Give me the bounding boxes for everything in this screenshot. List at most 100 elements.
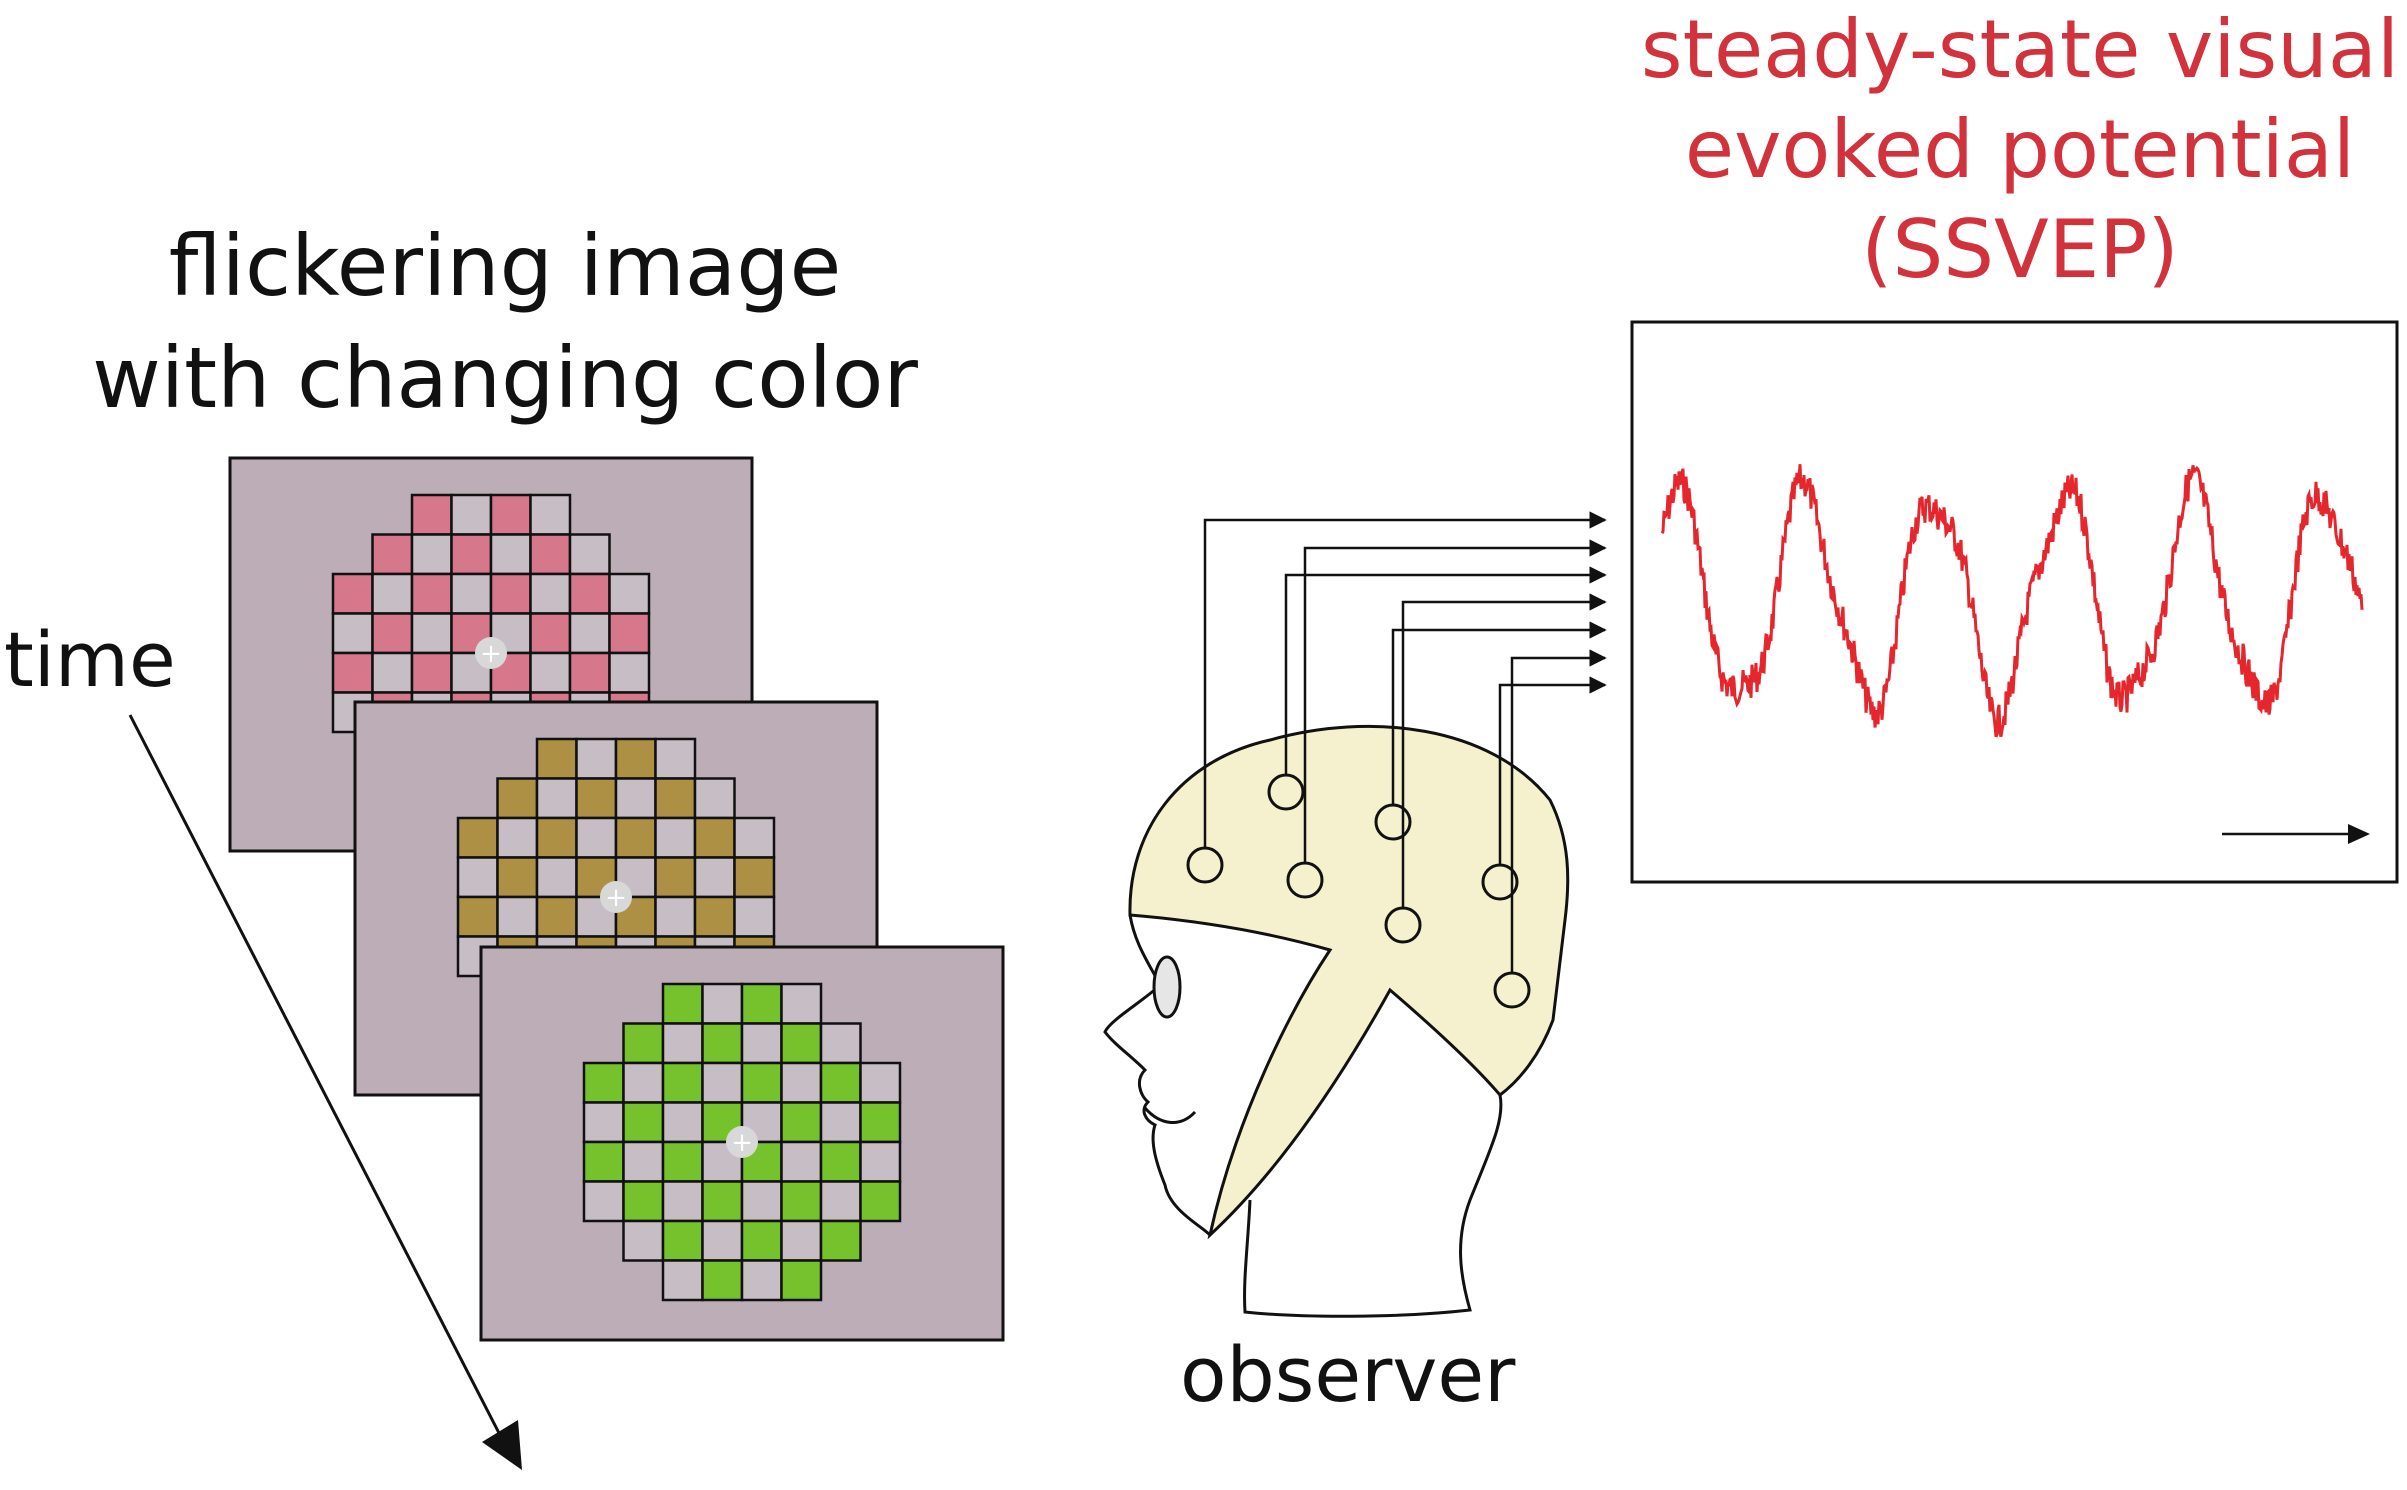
checker-cell [450, 533, 493, 576]
checker-cell [780, 1180, 823, 1223]
checker-cell [496, 816, 539, 859]
checker-cell [614, 816, 657, 859]
checker-cell [568, 572, 611, 615]
checker-cell [661, 1101, 704, 1144]
checker-cell [575, 737, 618, 780]
checker-cell [489, 533, 532, 576]
checker-cell [575, 816, 618, 859]
fixation-dot [726, 1126, 758, 1158]
checker-cell [410, 612, 453, 655]
checker-cell [622, 1140, 665, 1183]
time-label: time [4, 615, 176, 704]
checker-cell [622, 1180, 665, 1223]
checker-cell [371, 533, 414, 576]
checker-cell [701, 1219, 744, 1262]
fixation-cross: + [480, 639, 502, 669]
checker-cell [819, 1101, 862, 1144]
electrode-wire [1510, 649, 1607, 972]
checker-cell [654, 895, 697, 938]
checker-cell [456, 895, 499, 938]
eye [1152, 955, 1182, 1019]
checker-cell [608, 612, 651, 655]
checker-cell [780, 1022, 823, 1065]
checker-cell [859, 1061, 902, 1104]
electrode-wire [1303, 539, 1607, 862]
checker-cell [529, 493, 572, 536]
checker-cell [331, 612, 374, 655]
fixation-cross: + [731, 1128, 753, 1158]
electrode-wire [1391, 621, 1607, 804]
checker-cell [819, 1140, 862, 1183]
checker-cell [529, 612, 572, 655]
checker-cell [661, 982, 704, 1025]
checker-cell [410, 572, 453, 615]
checker-cell [701, 1022, 744, 1065]
electrode [1267, 773, 1305, 811]
checker-cell [568, 612, 611, 655]
electrode [1286, 861, 1324, 899]
eeg-cap [1128, 724, 1570, 1240]
checker-cell [859, 1140, 902, 1183]
checker-cell [733, 816, 776, 859]
checker-cell [780, 1259, 823, 1302]
checker-cell [780, 982, 823, 1025]
checker-cell [780, 1061, 823, 1104]
checker-cell [582, 1140, 625, 1183]
ssvep-title: steady-state visual evoked potential (SS… [1580, 0, 2407, 300]
checker-cell [819, 1061, 862, 1104]
checker-cell [693, 777, 736, 820]
electrode-wire [1284, 566, 1607, 774]
ssvep-plot-box [1630, 320, 2399, 884]
mouth [1143, 1106, 1197, 1125]
checker-cell [535, 737, 578, 780]
checker-cell [496, 777, 539, 820]
checker-cell [701, 982, 744, 1025]
checker-cell [450, 493, 493, 536]
checker-cell [661, 1219, 704, 1262]
checker-cell [450, 572, 493, 615]
checker-cell [622, 1219, 665, 1262]
time-axis-arrow [2222, 824, 2370, 844]
checker-cell [819, 1022, 862, 1065]
checker-cell [529, 533, 572, 576]
checker-cell [582, 1101, 625, 1144]
stimulus-title: flickering image with changing color [40, 210, 970, 434]
checker-cell [622, 1061, 665, 1104]
electrode [1481, 863, 1519, 901]
checker-cell [740, 1061, 783, 1104]
electrode [1186, 846, 1224, 884]
checker-cell [614, 737, 657, 780]
checker-cell [661, 1140, 704, 1183]
fixation-cross: + [605, 883, 627, 913]
checker-cell [654, 777, 697, 820]
stimulus-frames: + + + [228, 456, 1005, 1342]
checker-cell [740, 1180, 783, 1223]
checker-cell [661, 1180, 704, 1223]
ssvep-title-line1: steady-state visual [1640, 3, 2400, 96]
checker-cell [693, 816, 736, 859]
electrode [1384, 906, 1422, 944]
checker-cell [496, 856, 539, 899]
checker-cell [456, 816, 499, 859]
checker-cell [575, 777, 618, 820]
observer-label: observer [1180, 1330, 1516, 1419]
electrode-wire [1498, 676, 1607, 864]
checker-cell [661, 1259, 704, 1302]
fixation-dot [600, 881, 632, 913]
neck [1243, 1094, 1503, 1318]
checker-cell [614, 777, 657, 820]
checker-cell [780, 1101, 823, 1144]
electrode-wire [1203, 511, 1607, 847]
observer-head [1103, 724, 1570, 1318]
checker-cell [733, 895, 776, 938]
checker-cell [529, 651, 572, 694]
checker-cell [608, 572, 651, 615]
checker-cell [371, 572, 414, 615]
stimulus-title-line2: with changing color [92, 329, 918, 427]
fixation-dot [475, 637, 507, 669]
checker-cell [410, 651, 453, 694]
checker-cell [535, 777, 578, 820]
eeg-electrodes [1186, 511, 1607, 1009]
ssvep-title-line3: (SSVEP) [1861, 203, 2179, 296]
checker-cell [622, 1022, 665, 1065]
